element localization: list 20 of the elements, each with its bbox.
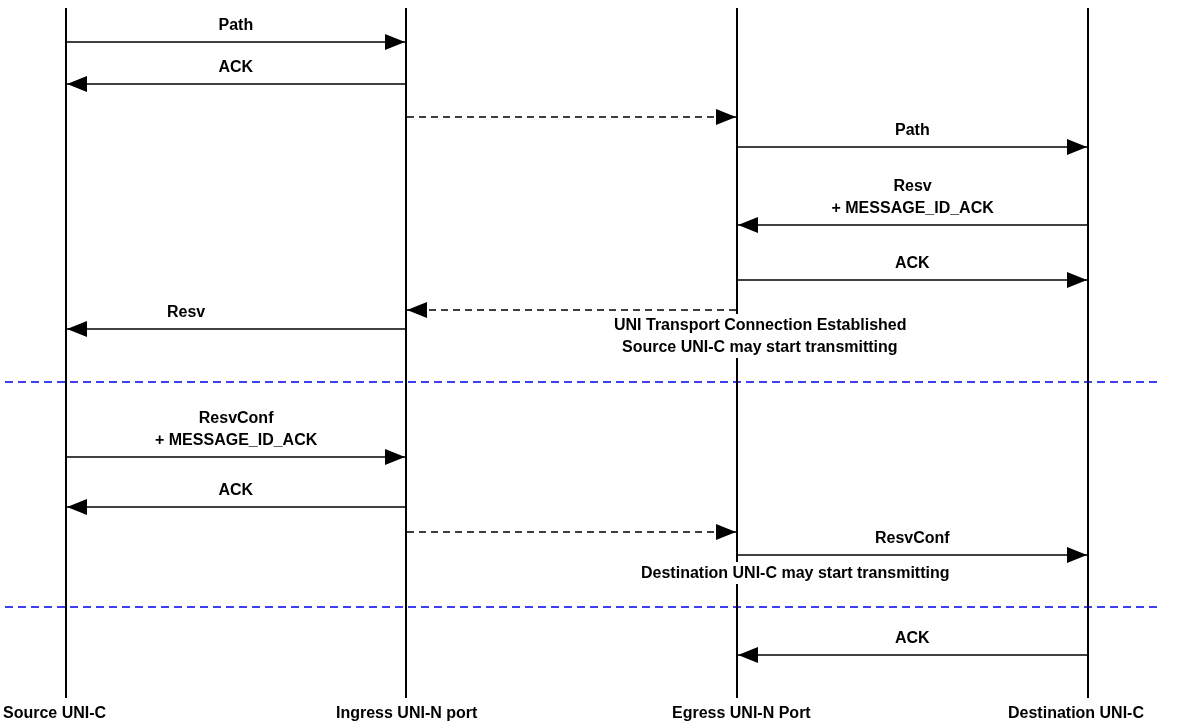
arrow [737, 139, 1088, 155]
arrow [66, 449, 406, 465]
dashed-arrow [406, 524, 737, 540]
participant-label: Destination UNI-C [1008, 703, 1144, 723]
arrow [737, 547, 1088, 563]
arrow [737, 217, 1088, 233]
arrow [66, 34, 406, 50]
dashed-arrow [406, 109, 737, 125]
arrow [737, 272, 1088, 288]
arrow [66, 76, 406, 92]
participant-label: Ingress UNI-N port [336, 703, 478, 723]
participant-label: Source UNI-C [3, 703, 107, 723]
arrow [66, 321, 406, 337]
note-text: UNI Transport Connection Established [614, 314, 907, 336]
arrow [66, 499, 406, 515]
participant-label: Egress UNI-N Port [672, 703, 811, 723]
note-text: Source UNI-C may start transmitting [622, 336, 898, 358]
note-text: Destination UNI-C may start transmitting [641, 562, 950, 584]
arrow [737, 647, 1088, 663]
dashed-arrow [406, 302, 737, 318]
